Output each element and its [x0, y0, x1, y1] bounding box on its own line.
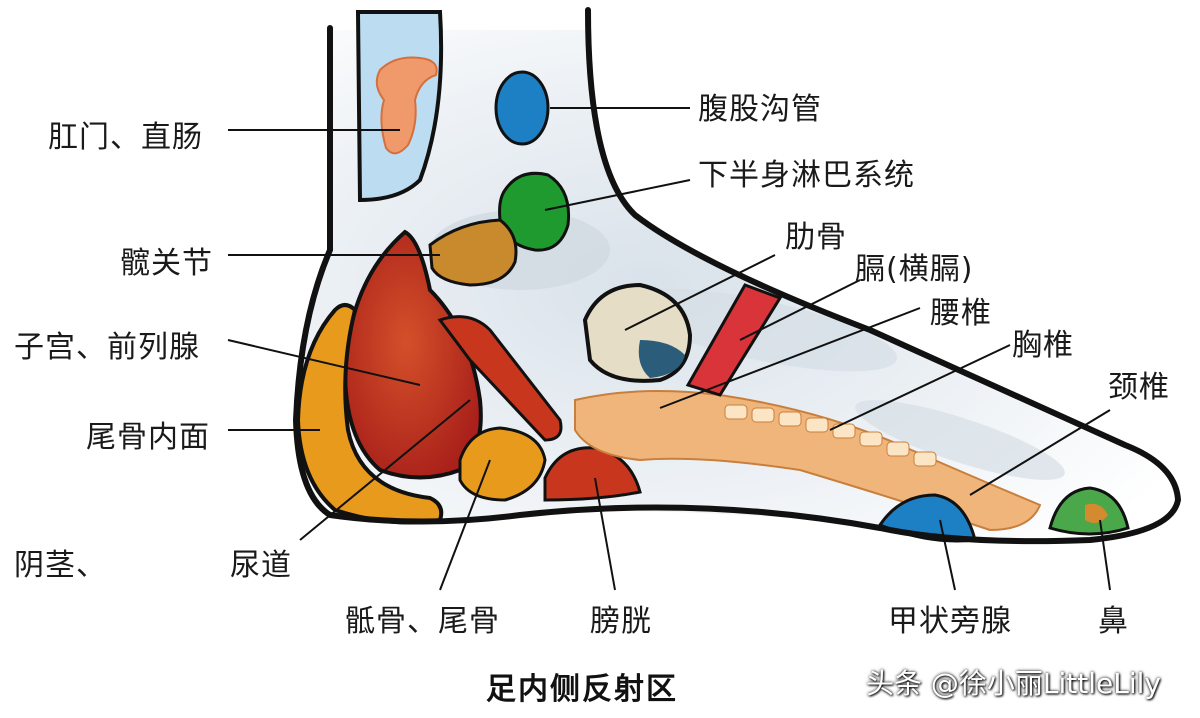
label-ribs: 肋骨 [785, 212, 847, 256]
label-diaphragm: 膈(横膈) [855, 244, 973, 288]
label-parathyroid: 甲状旁腺 [888, 596, 1012, 640]
label-lumbar: 腰椎 [930, 288, 992, 332]
label-hip: 髋关节 [120, 238, 213, 282]
label-uterus-prostate: 子宫、前列腺 [14, 322, 200, 366]
label-bladder: 膀胱 [590, 596, 652, 640]
label-thoracic: 胸椎 [1012, 320, 1074, 364]
label-anus-rectum: 肛门、直肠 [48, 112, 203, 156]
label-sacrum-coccyx: 骶骨、尾骨 [345, 596, 500, 640]
diagram-title: 足内侧反射区 [486, 664, 678, 708]
label-coccyx-inner: 尾骨内面 [86, 412, 210, 456]
watermark: 头条 @徐小丽LittleLily [866, 662, 1161, 702]
label-urethra: 尿道 [230, 540, 292, 584]
label-nose: 鼻 [1098, 596, 1129, 640]
label-penis: 阴茎、 [14, 540, 107, 584]
groin-zone [496, 72, 548, 144]
label-cervical: 颈椎 [1108, 362, 1170, 406]
label-groin: 腹股沟管 [698, 84, 822, 128]
label-lower-lymph: 下半身淋巴系统 [698, 150, 915, 194]
